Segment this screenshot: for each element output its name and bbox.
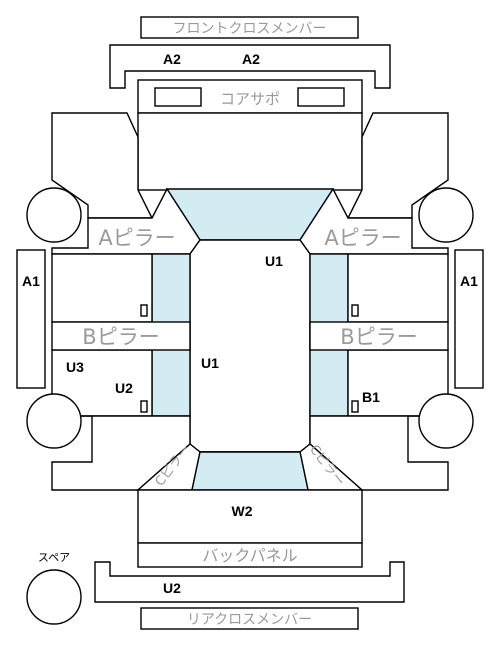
wheel-front-left (26, 187, 82, 243)
rear-quarter-right (309, 415, 449, 491)
core-support: コアサポ (137, 79, 363, 114)
door-handle-rear-left (140, 400, 148, 413)
rear-quarter-left (51, 415, 191, 491)
rear-cross-bracket (94, 561, 405, 603)
roof (189, 239, 311, 453)
door-handle-rear-right (351, 400, 359, 413)
rear-cross-member: リアクロスメンバー (140, 607, 359, 630)
a-pillar-right-label: Aピラー (324, 226, 401, 250)
code-rear-right: B1 (362, 389, 380, 405)
spare-label: スペア (38, 551, 70, 564)
back-panel (137, 542, 363, 568)
wheel-rear-left (26, 393, 82, 449)
spare-tire (26, 569, 82, 625)
wheel-front-right (418, 187, 474, 243)
code-roof-upper: U1 (265, 253, 283, 269)
door-handle-front-left (140, 304, 148, 317)
b-pillar-right-label: Bピラー (340, 325, 417, 349)
trunk (137, 489, 363, 544)
rear-cross-member-label: リアクロスメンバー (187, 612, 312, 628)
side-sill-right (454, 249, 484, 389)
rear-window-overlay (191, 451, 309, 491)
code-trunk: W2 (232, 503, 253, 519)
front-cross-member: フロントクロスメンバー (140, 16, 359, 39)
headlight-right (297, 87, 345, 107)
code-rear-cross: U2 (163, 580, 181, 596)
back-panel-label: バックパネル (202, 546, 297, 565)
door-handle-front-right (351, 304, 359, 317)
code-side-left: A1 (22, 273, 40, 289)
code-rear-left-lower: U2 (115, 380, 133, 396)
front-cross-member-label: フロントクロスメンバー (173, 21, 327, 37)
core-support-label: コアサポ (220, 90, 280, 108)
front-cross-bracket (109, 44, 391, 89)
wheel-rear-right (418, 393, 474, 449)
b-pillar-left (51, 321, 191, 351)
headlight-left (154, 87, 202, 107)
a-pillar-left-label: Aピラー (98, 226, 175, 250)
b-pillar-right (309, 321, 449, 351)
front-door-right (347, 253, 449, 323)
code-rear-left-upper: U3 (66, 359, 84, 375)
side-sill-left (16, 249, 46, 389)
hood (137, 112, 363, 191)
code-front-cross-right: A2 (242, 51, 260, 67)
code-side-right: A1 (460, 273, 478, 289)
code-front-cross-left: A2 (163, 51, 181, 67)
code-roof-center: U1 (201, 355, 219, 371)
b-pillar-left-label: Bピラー (82, 325, 159, 349)
front-door-left (51, 253, 153, 323)
